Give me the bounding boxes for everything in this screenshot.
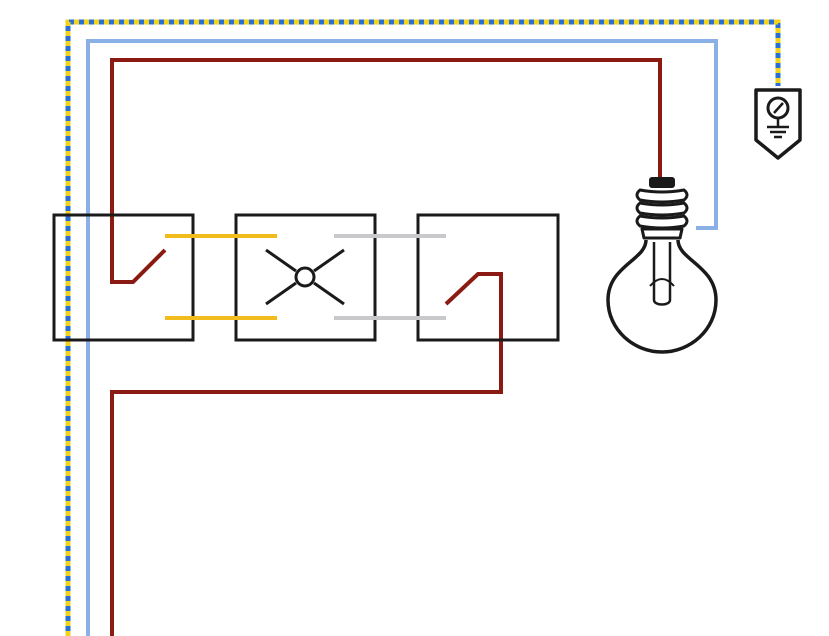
light-bulb-icon [606,177,718,354]
traveller-pair-left [165,234,277,320]
traveller-pair-right [334,234,446,320]
earth-ground-icon [754,88,802,160]
switch-box-middle [234,213,377,342]
switch-box-right [416,213,560,342]
neutral-wire [86,39,718,636]
earth-wire [65,19,781,636]
switch-box-left [52,213,195,342]
switched-live [110,272,503,636]
live-wire-in [110,58,662,284]
crossover-switch-symbol [265,248,345,306]
